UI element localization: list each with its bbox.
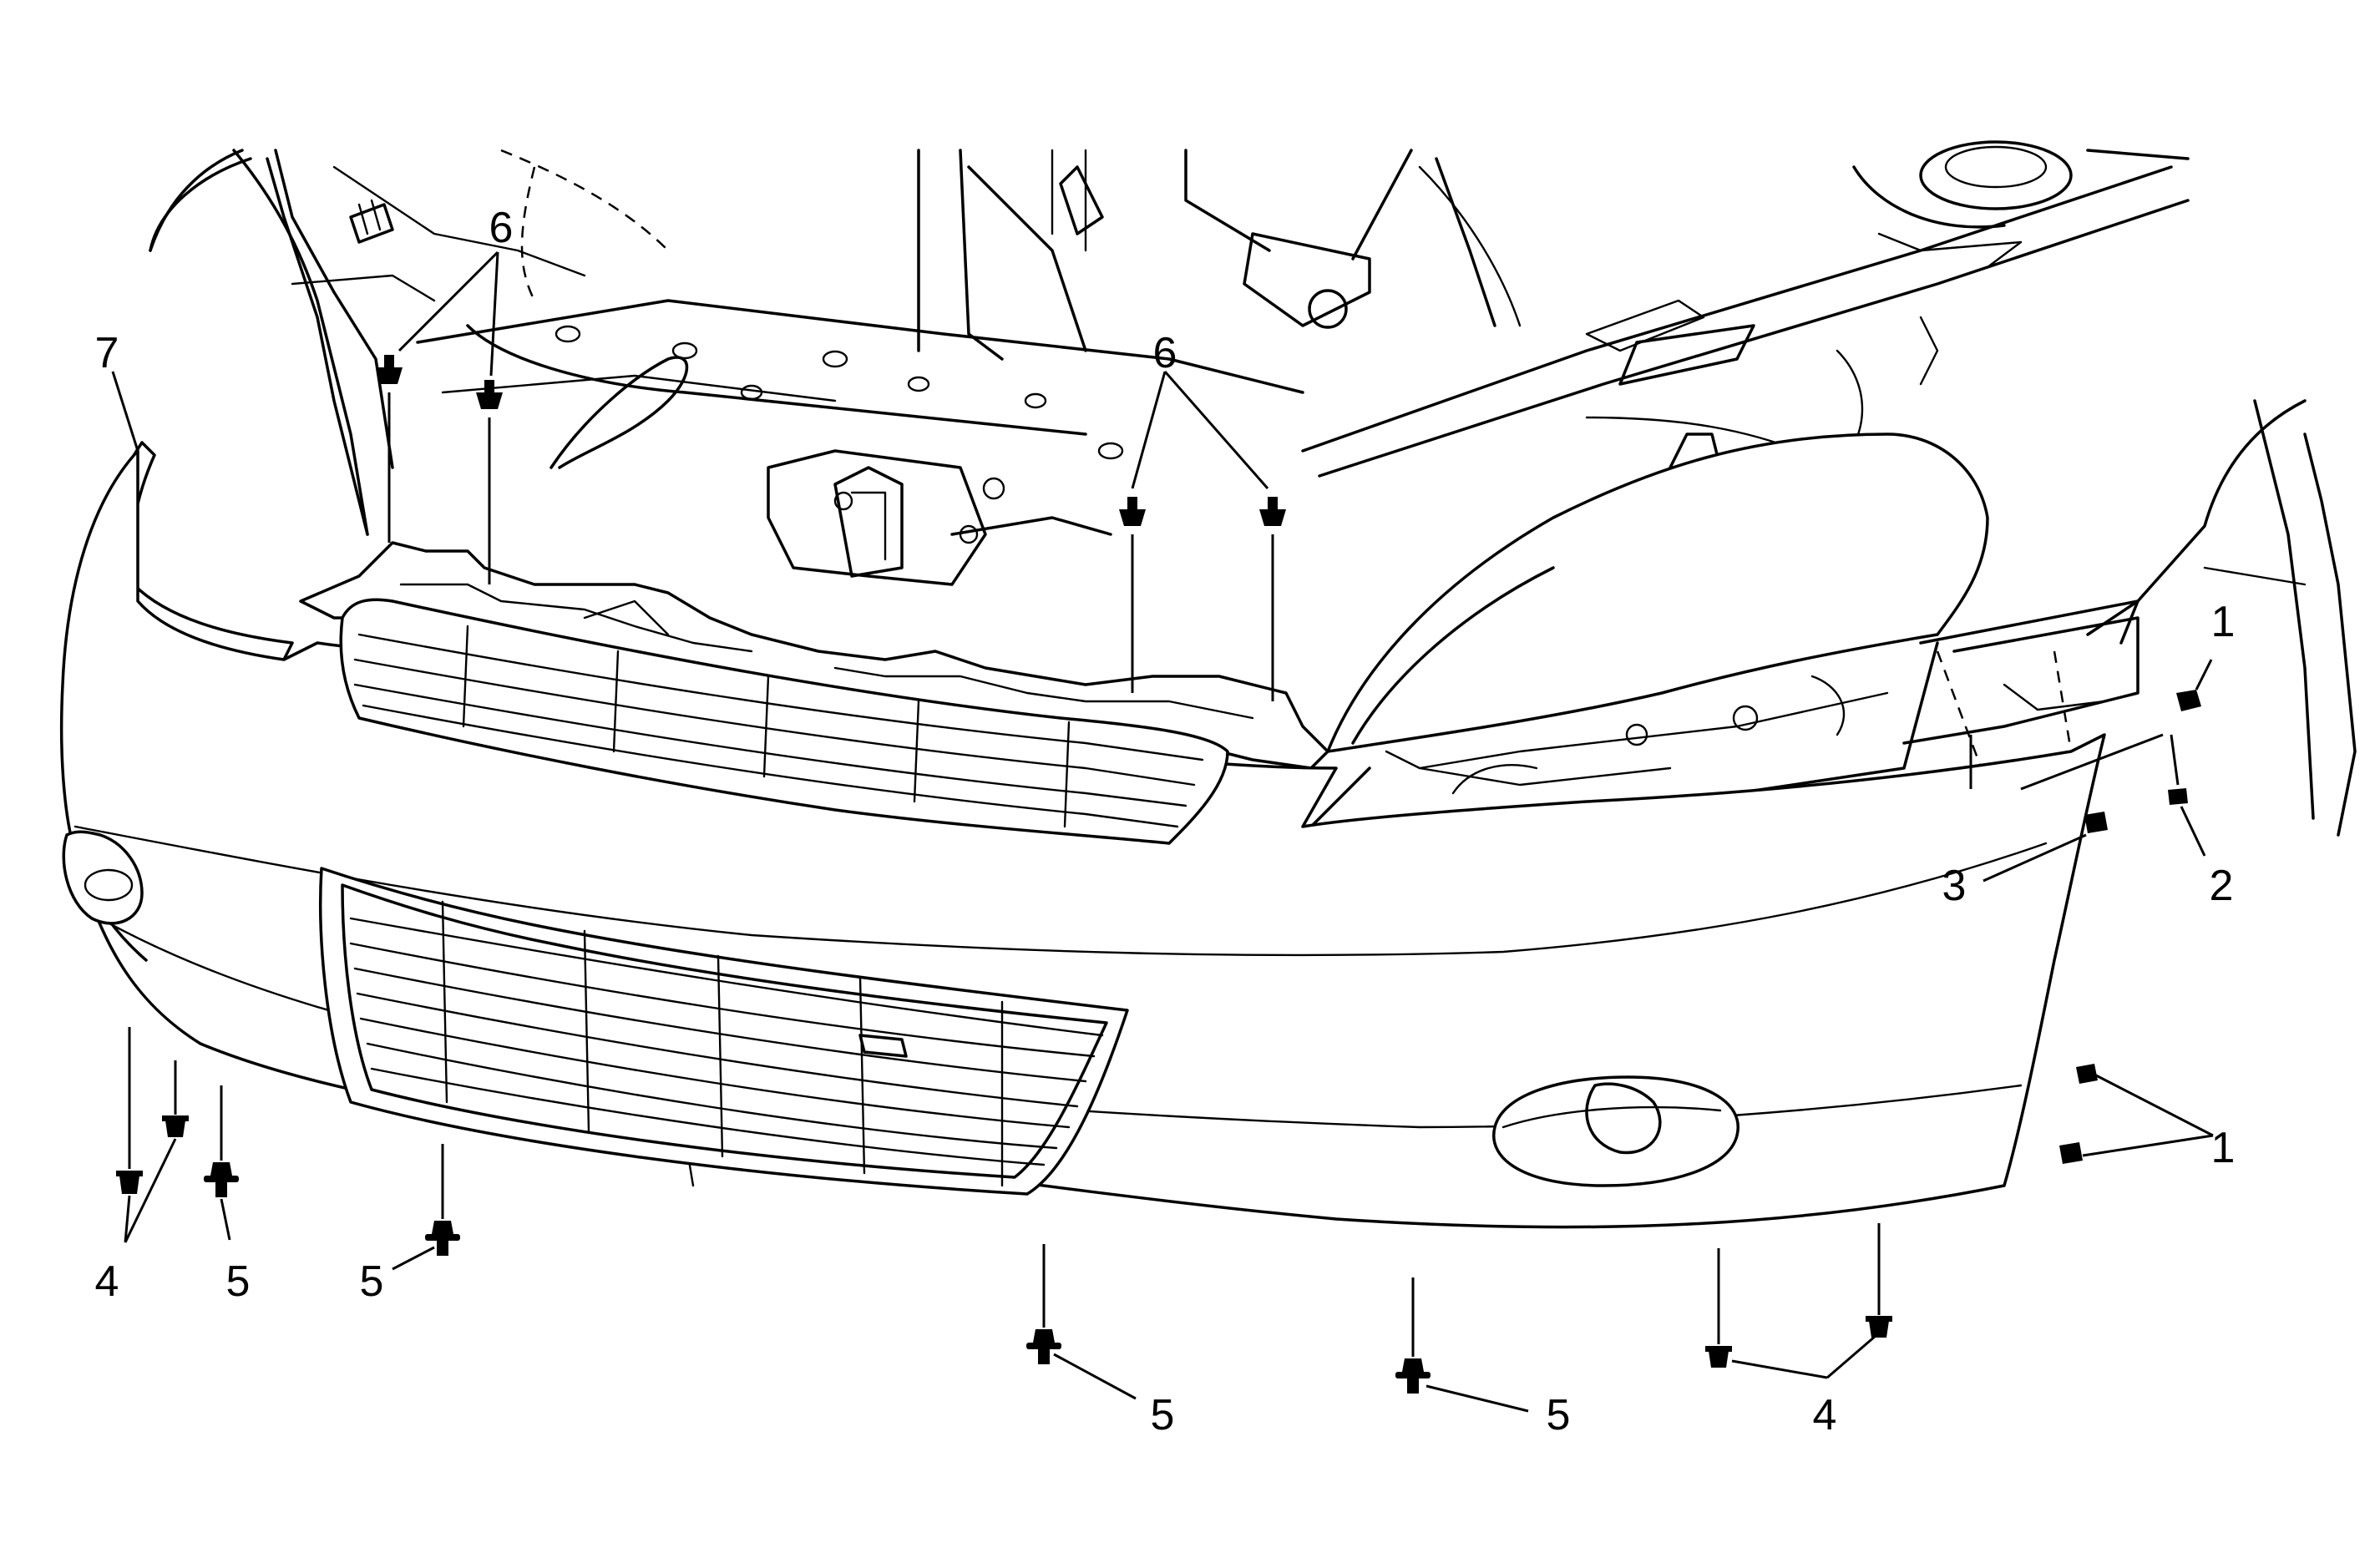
- bolt-fastener: [1705, 1248, 1732, 1368]
- callout-label: 3: [1942, 862, 1967, 910]
- callout-label: 5: [360, 1257, 384, 1306]
- headlamp-assembly: [1309, 432, 1989, 828]
- push-pin-fastener: [1259, 497, 1286, 701]
- push-pin-fastener: [376, 355, 403, 543]
- engine-compartment-background: [149, 140, 2190, 586]
- strut-tower-nut: [349, 199, 394, 244]
- callout-label: 4: [1813, 1391, 1837, 1439]
- callout-labels: 7 6 6 1 3 2 1 4 5 5 5 5 4: [95, 204, 2236, 1439]
- support-panel-holes: [554, 325, 1124, 460]
- push-pin-fastener: [476, 380, 503, 584]
- screw-fastener: [2059, 1142, 2083, 1164]
- nut-fastener: [2084, 812, 2108, 833]
- callout-label: 2: [2210, 862, 2234, 910]
- screw-fastener: [2076, 1064, 2098, 1084]
- lower-grille: [319, 867, 1129, 1196]
- left-fog-lamp-opening: [62, 830, 144, 925]
- push-clip-fastener: [425, 1144, 460, 1256]
- screw-fastener: [2176, 690, 2201, 711]
- push-clip-fastener: [1395, 1277, 1431, 1394]
- left-fender: [149, 157, 369, 536]
- callout-label: 1: [2211, 598, 2236, 646]
- callout-label: 5: [226, 1257, 251, 1306]
- callout-label: 7: [95, 329, 119, 377]
- bolt-fastener: [116, 1027, 143, 1194]
- push-clip-fastener: [204, 1085, 239, 1197]
- right-fog-lamp-opening: [1492, 1075, 1739, 1187]
- bolt-fastener: [1866, 1223, 1892, 1338]
- push-pin-fastener: [1119, 497, 1146, 693]
- right-fascia-bracket: [1902, 599, 2139, 786]
- callout-label: 5: [1547, 1391, 1571, 1439]
- callout-label: 6: [1153, 329, 1177, 377]
- push-clip-fastener: [1026, 1244, 1061, 1364]
- strut-brace: [1301, 165, 2190, 478]
- callout-label: 1: [2211, 1124, 2236, 1172]
- callout-label: 6: [489, 204, 514, 252]
- upper-grille: [339, 598, 1229, 845]
- callout-label: 5: [1151, 1391, 1175, 1439]
- callout-leaders: [111, 250, 2214, 1413]
- callout-label: 4: [95, 1257, 119, 1306]
- bolt-fastener: [2168, 734, 2188, 805]
- strut-tower-top: [1852, 140, 2190, 269]
- right-fender: [2086, 399, 2357, 837]
- hood-latch-assembly: [767, 449, 1112, 586]
- bolt-fastener: [162, 1060, 189, 1137]
